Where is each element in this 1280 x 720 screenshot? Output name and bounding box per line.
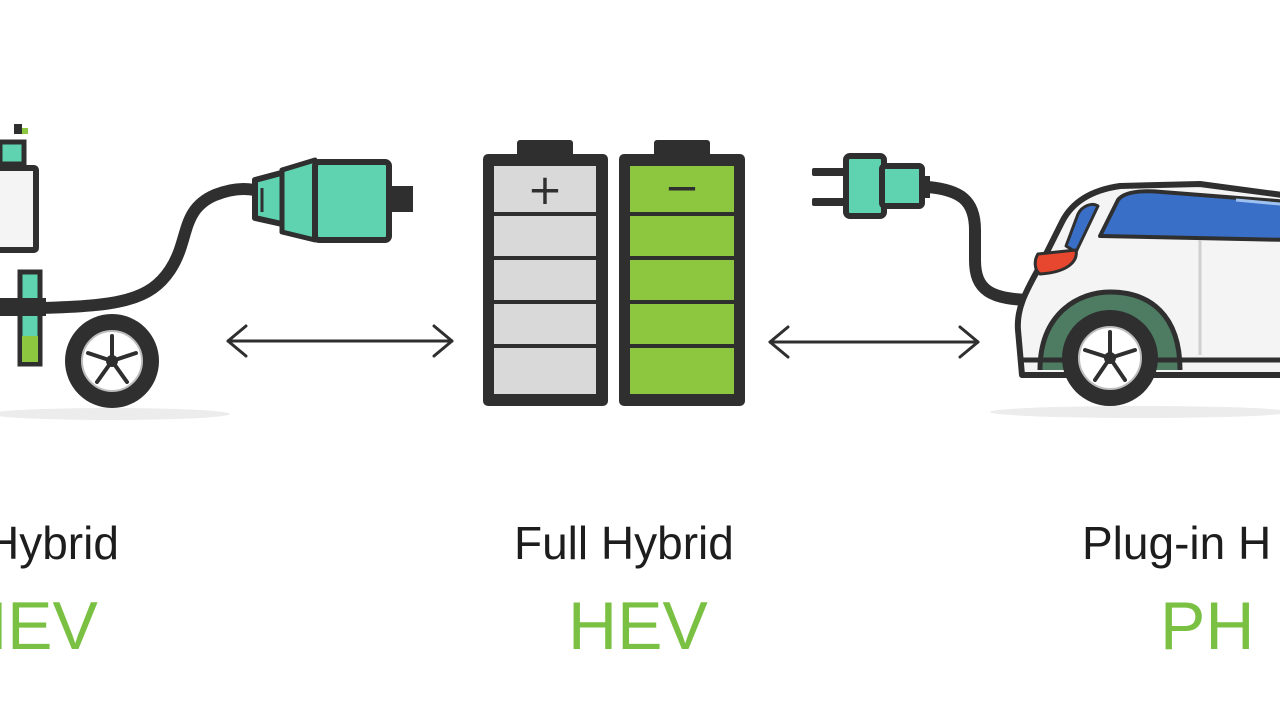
double-arrow-icon [226,324,454,358]
left-wheel-icon [65,314,159,408]
left-type-label: Hybrid [0,517,119,569]
right-ground-shadow [990,406,1280,418]
right-type-label: Plug-in H [1082,517,1272,569]
left-cable [34,183,271,314]
battery-negative-icon [619,140,745,406]
left-type-abbr: HEV [0,588,98,664]
negative-symbol: − [664,163,699,212]
center-type-abbr: HEV [568,588,708,664]
double-arrow-icon [768,325,980,359]
right-type-abbr: PH [1160,588,1255,664]
power-plug-icon [812,153,930,219]
center-type-label: Full Hybrid [514,517,734,569]
power-plug-icon [252,157,413,243]
battery-positive-icon [483,140,608,406]
right-wheel-icon [1062,310,1158,406]
right-cable [922,181,1041,306]
charging-station-icon [0,124,46,367]
left-ground-shadow [0,408,230,420]
positive-symbol: + [527,165,562,214]
